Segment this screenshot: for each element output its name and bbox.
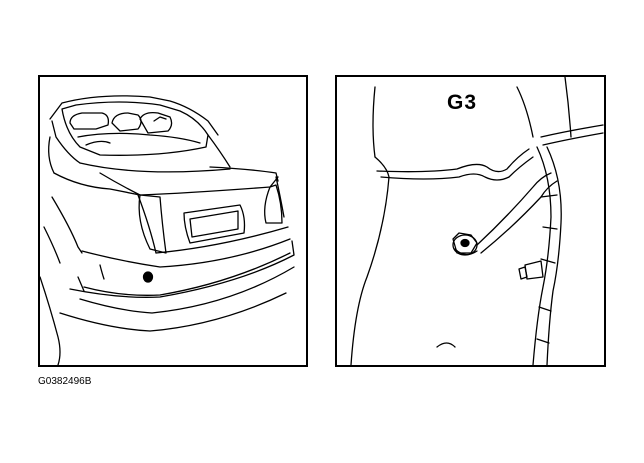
ground-point-detail-icon [350, 77, 604, 365]
ground-point-detail-panel: G3 [335, 75, 606, 367]
car-rear-view-panel [38, 75, 308, 367]
figure-code: G0382496B [38, 376, 92, 387]
car-rear-view-icon [40, 95, 295, 365]
ground-point-label: G3 [447, 91, 478, 114]
